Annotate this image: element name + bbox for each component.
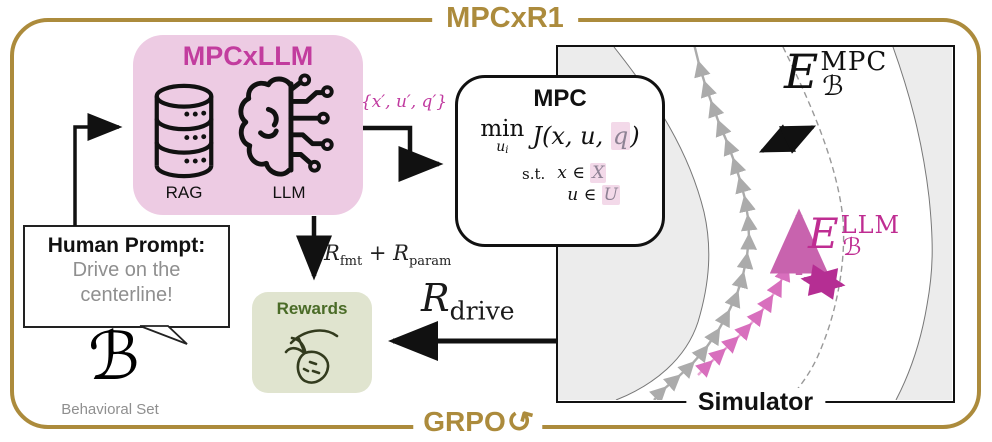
human-prompt-box: Human Prompt: Drive on the centerline! [23,225,230,328]
frame-title: MPCxR1 [432,1,578,35]
subject-to: s.t. [522,165,546,183]
human-prompt-title: Human Prompt: [47,234,206,257]
e-mpc-subscript: ℬ [822,71,844,102]
q-highlight: q [610,122,631,150]
e-llm-subscript: ℬ [842,233,862,261]
track-right-verge [893,47,952,400]
grpo-label: GRPO ↺ [413,401,543,442]
e-llm-symbol: E [808,209,839,258]
grpo-text: GRPO [423,406,506,437]
e-mpc-label: E MPC ℬ [784,49,887,100]
cost-function: J(x, u, q) [532,122,640,150]
input-constraint: u ∈ U [567,185,620,205]
simulator-title: Simulator [685,388,826,417]
e-mpc-superscript: MPC [820,47,888,77]
brain-circuit-icon [238,73,334,177]
carrot-stick-icon [284,329,339,384]
mpc-box: MPC min ui J(x, u, q) s.t. x ∈ X u ∈ U [455,75,665,247]
e-mpc-symbol: E [784,45,819,100]
e-llm-superscript: LLM [840,211,901,239]
min-subscript: ui [496,139,509,156]
mpc-objective: min ui J(x, u, q) [458,116,662,156]
database-icon [154,83,214,179]
behavioral-set-symbol: ℬ [88,318,140,395]
track-centerline [782,47,845,400]
e-llm-double-arrow [800,264,846,300]
human-prompt-line2: centerline! [80,284,173,306]
mpcxllm-title: MPCxLLM [182,41,314,71]
llm-output-label: {x′, u′, q′} [360,92,448,112]
track-right-boundary [892,47,933,400]
mpc-title: MPC [533,85,587,112]
e-mpc-double-arrow [758,124,817,154]
refresh-loop-icon: ↺ [502,401,537,442]
llm-label: LLM [272,183,306,202]
min-operator: min [480,116,525,142]
reward-fmt-param-label: Rfmt + Rparam [324,241,452,270]
mpcxllm-box: MPCxLLM RAG [133,35,363,215]
human-prompt-line1: Drive on the [72,259,181,281]
mpc-constraints: s.t. x ∈ X u ∈ U [522,163,662,205]
e-llm-label: E LLM ℬ [808,209,901,261]
rewards-box: Rewards [252,292,372,393]
rag-label: RAG [165,183,203,202]
rewards-title: Rewards [276,299,348,318]
behavioral-set-caption: Behavioral Set [61,401,159,418]
reward-drive-label: Rdrive [421,276,515,326]
state-constraint: x ∈ X [557,163,607,183]
